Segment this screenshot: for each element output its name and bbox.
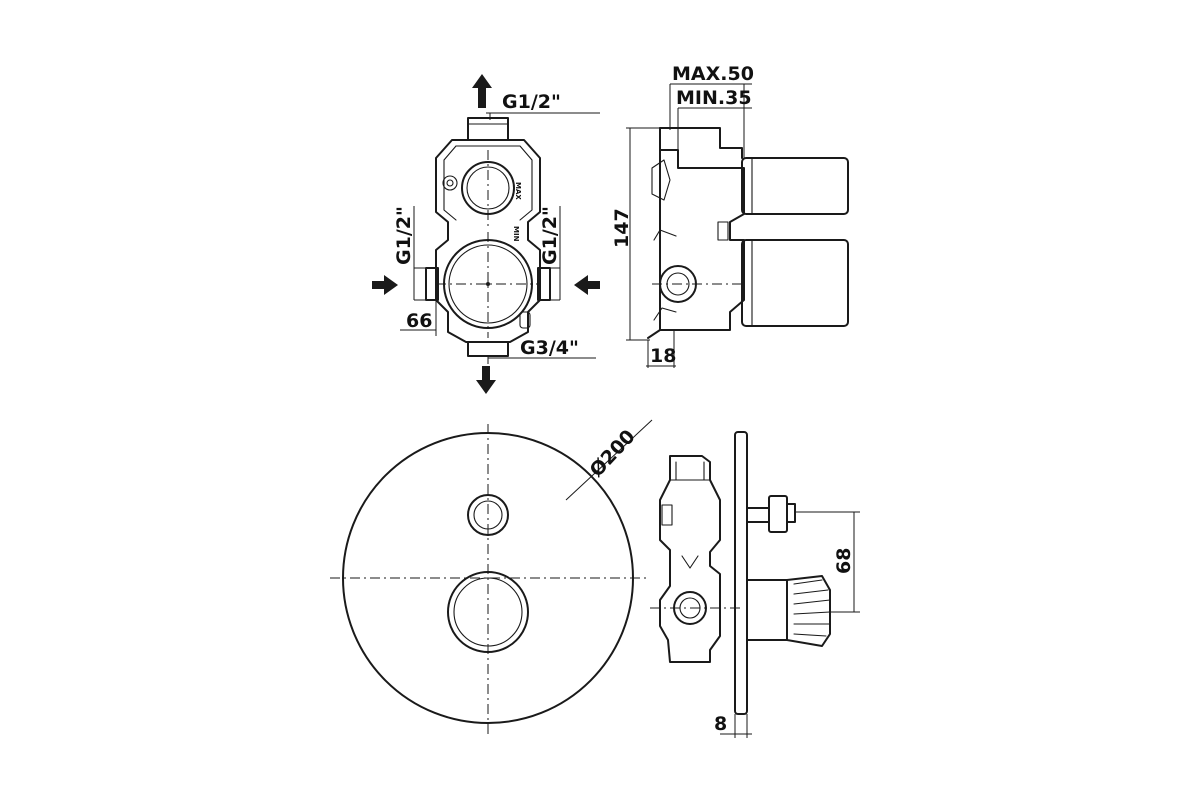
arrow-down-icon <box>476 366 496 394</box>
assembly-side-view <box>650 431 831 715</box>
body-side-view <box>647 127 849 339</box>
plate-8-label: 8 <box>714 713 727 735</box>
right-inlet-label: G1/2" <box>539 206 561 265</box>
body-min-mark: MIN <box>512 226 520 242</box>
body-max-mark: MAX <box>514 182 522 200</box>
left-inlet-label: G1/2" <box>393 206 415 265</box>
min-depth-label: MIN.35 <box>676 87 752 109</box>
bottom-outlet-label: G3/4" <box>520 337 579 359</box>
plate-front-view <box>330 419 653 734</box>
diameter-label: Ø200 <box>586 426 640 482</box>
arrow-right-icon <box>372 275 398 295</box>
width-66-label: 66 <box>406 310 432 332</box>
offset-18-label: 18 <box>650 345 676 367</box>
max-depth-label: MAX.50 <box>672 63 754 85</box>
top-outlet-label: G1/2" <box>502 91 561 113</box>
body-front-view: MAX MIN <box>425 117 551 357</box>
arrow-left-icon <box>574 275 600 295</box>
height-147-label: 147 <box>611 208 633 248</box>
arrow-up-icon <box>472 74 492 108</box>
spacing-68-label: 68 <box>833 548 855 574</box>
